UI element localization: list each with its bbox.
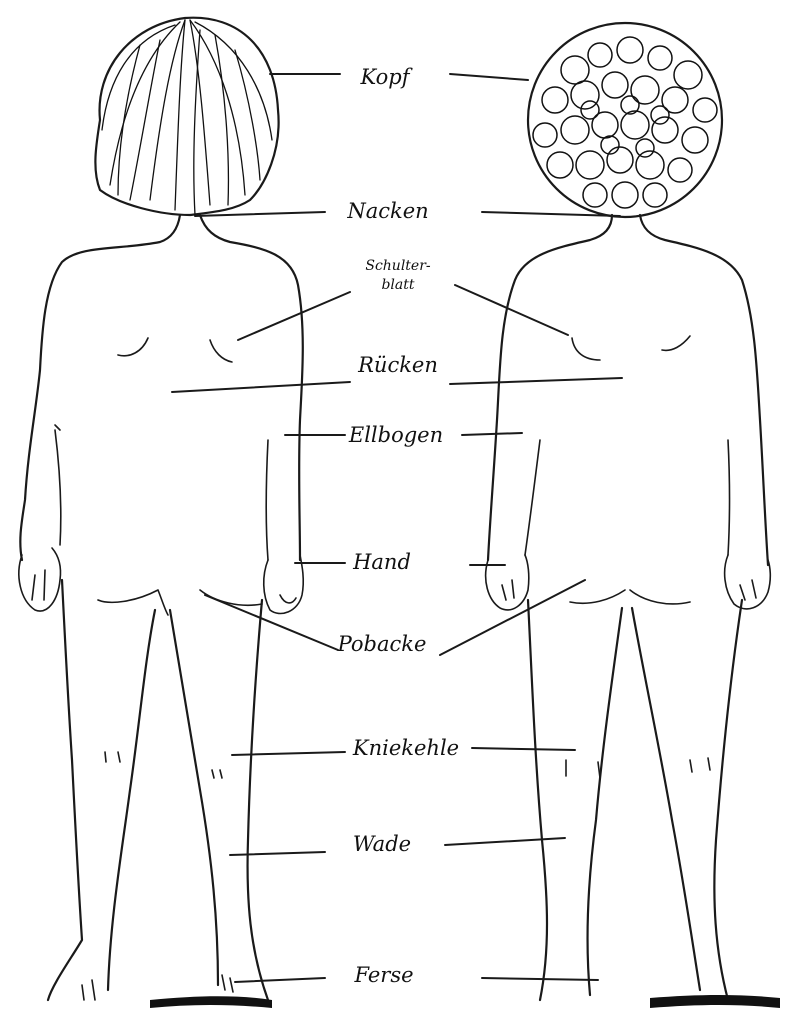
leader-pobacke-left [205,595,338,650]
label-hand: Hand [352,550,411,574]
leader-ferse-left [235,978,325,982]
leader-ferse-right [482,978,598,980]
label-nacken: Nacken [346,199,428,223]
left-figure-legs [48,580,268,1000]
leader-kniekehle-right [472,748,575,750]
label-schulterblatt-line2: blatt [381,277,414,293]
label-kniekehle: Kniekehle [352,736,459,760]
left-figure-left-hand [19,548,61,611]
leader-ellbogen-right [462,433,522,435]
right-figure-legs [528,600,742,1000]
leader-wade-left [230,852,325,855]
leader-schulterblatt-left [238,292,350,340]
leader-wade-right [445,838,565,845]
right-figure-hair [528,23,722,217]
label-ferse: Ferse [353,963,413,987]
label-pobacke: Pobacke [337,632,427,656]
label-schulterblatt-line1: Schulter- [365,258,431,274]
label-ruecken: Rücken [357,353,438,377]
leader-kniekehle-left [232,752,345,755]
right-figure-right-hand [725,555,771,609]
labels: Kopf Nacken Schulter- blatt Rücken Ellbo… [337,65,460,987]
left-figure [19,18,303,1008]
leader-kopf-right [450,74,528,80]
left-figure-hair [95,18,278,215]
leader-ruecken-left [172,382,350,392]
label-ellbogen: Ellbogen [348,423,443,447]
leader-ruecken-right [450,378,622,384]
label-kopf: Kopf [360,65,413,89]
right-figure [486,23,780,1008]
label-wade: Wade [353,832,411,856]
right-figure-left-hand [486,555,529,610]
